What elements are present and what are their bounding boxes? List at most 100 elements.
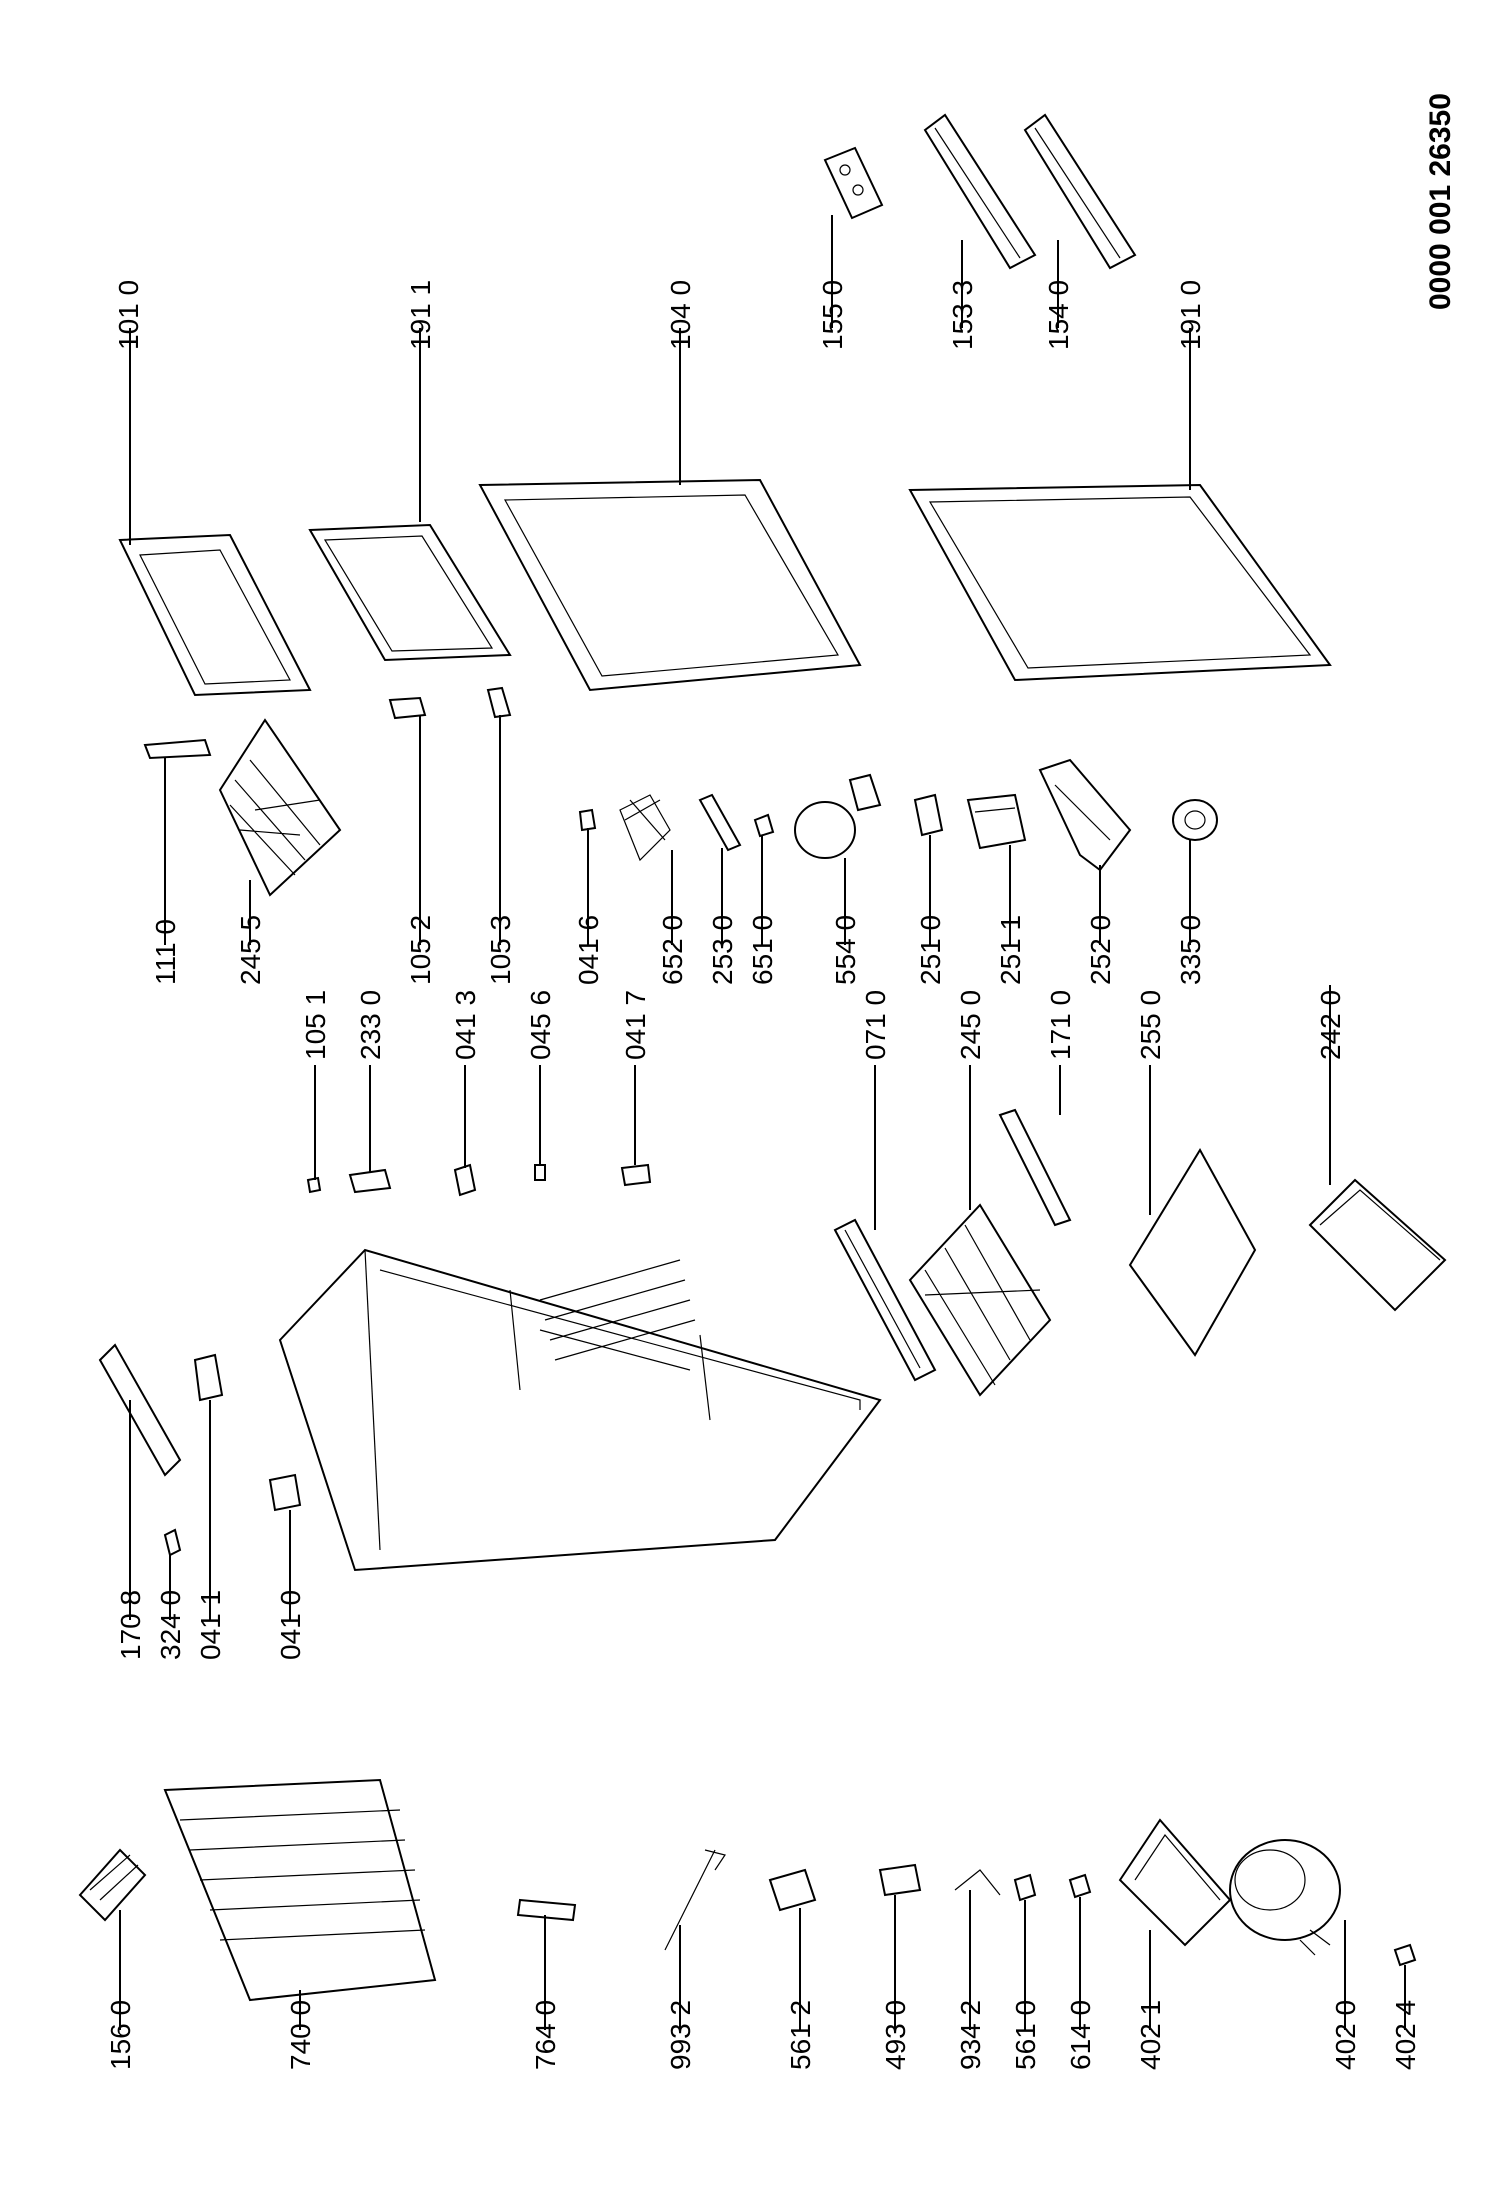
grid-shelf-bars xyxy=(229,759,321,876)
part-155-0: 155 0 xyxy=(817,146,884,350)
front-panel-line xyxy=(844,1229,921,1369)
part-code: 245 0 xyxy=(955,990,986,1060)
part-code: 154 0 xyxy=(1043,280,1074,350)
clip-shape xyxy=(1013,1873,1037,1902)
harness-shape xyxy=(619,794,671,862)
thermostat-box-shape xyxy=(966,793,1027,850)
freezer-door-inner xyxy=(139,549,291,685)
part-191-0: 191 0 xyxy=(908,280,1332,682)
wire-shelf-bars xyxy=(924,1224,1041,1386)
hinge-shape xyxy=(578,808,597,832)
drip-tray-shape xyxy=(1118,1818,1232,1947)
part-651-0: 651 0 xyxy=(747,813,778,985)
top-cover-shape xyxy=(98,1343,182,1477)
glass-shelf-shape xyxy=(1128,1148,1257,1357)
part-code: 253 0 xyxy=(707,915,738,985)
freezer-gasket-shape xyxy=(308,523,512,662)
part-code: 245 5 xyxy=(235,915,266,985)
part-code: 402 4 xyxy=(1390,2000,1421,2070)
part-242-0: 242 0 xyxy=(1308,985,1447,1312)
part-041-7: 041 7 xyxy=(620,990,652,1187)
pin-shape xyxy=(534,1164,546,1181)
door-shelf-rim xyxy=(934,127,1021,259)
fridge-gasket-inner xyxy=(928,496,1312,669)
part-code: 041 1 xyxy=(195,1590,226,1660)
part-105-1: 105 1 xyxy=(300,990,331,1194)
part-740-0: 740 0 xyxy=(163,1778,437,2070)
part-041-6: 041 6 xyxy=(573,808,604,985)
cabinet-compartments xyxy=(509,1289,711,1421)
cabinet-body xyxy=(278,1248,882,1572)
fridge-gasket-shape xyxy=(908,483,1332,682)
bracket-shape xyxy=(388,696,427,720)
lamp-holder-shape xyxy=(913,793,944,837)
hinge-shape xyxy=(620,1163,652,1187)
part-105-2: 105 2 xyxy=(388,696,436,985)
compressor-top xyxy=(1234,1849,1306,1911)
part-154-0: 154 0 xyxy=(1023,113,1137,350)
part-code: 105 1 xyxy=(300,990,331,1060)
fridge-door-shape xyxy=(478,478,862,692)
part-code: 614 0 xyxy=(1065,2000,1096,2070)
part-554-0: 554 0 xyxy=(794,773,882,985)
part-561-0: 561 0 xyxy=(1010,1873,1041,2070)
part-041-3: 041 3 xyxy=(450,990,481,1197)
thermostat-housing-line xyxy=(1054,784,1111,841)
ice-tray-cells xyxy=(89,1854,139,1901)
crisper-drawer-shape xyxy=(1308,1178,1447,1312)
part-251-1: 251 1 xyxy=(966,793,1027,985)
part-code: 170 8 xyxy=(115,1590,146,1660)
part-105-3: 105 3 xyxy=(485,686,516,985)
door-shelf-rim xyxy=(1034,127,1121,259)
part-493-0: 493 0 xyxy=(878,1863,922,2070)
capillary-shape xyxy=(664,1849,726,1951)
relay-shape xyxy=(768,1868,817,1912)
part-171-0: 171 0 xyxy=(998,990,1076,1227)
compressor-shell xyxy=(1229,1839,1341,1941)
fan-ring xyxy=(794,801,856,859)
part-code: 324 0 xyxy=(155,1590,186,1660)
part-code: 045 6 xyxy=(525,990,556,1060)
clip-shape xyxy=(163,1528,182,1557)
door-shelf-upper-shape xyxy=(923,113,1037,270)
part-code: 335 0 xyxy=(1175,915,1206,985)
document-id: 0000 001 26350 xyxy=(1424,93,1457,310)
part-324-0: 324 0 xyxy=(155,1528,186,1660)
part-252-0: 252 0 xyxy=(1038,758,1132,985)
part-code: 251 1 xyxy=(995,915,1026,985)
condenser-coils xyxy=(179,1809,426,1941)
harness-wires xyxy=(624,799,666,841)
grid-shelf-shape xyxy=(218,718,342,897)
part-code: 041 3 xyxy=(450,990,481,1060)
strip-shape xyxy=(486,686,512,719)
part-code: 651 0 xyxy=(747,915,778,985)
part-code: 071 0 xyxy=(860,990,891,1060)
cabinet-edge xyxy=(364,1249,381,1551)
part-071-0: 071 0 xyxy=(833,990,937,1382)
hinge-shape xyxy=(453,1163,477,1197)
part-041-1: 041 1 xyxy=(193,1353,226,1660)
part-code: 402 1 xyxy=(1135,2000,1166,2070)
part-code: 252 0 xyxy=(1085,915,1116,985)
knob-shape xyxy=(1172,799,1218,841)
document-id-text: 0000 001 26350 xyxy=(1424,93,1457,310)
freezer-gasket-inner xyxy=(323,535,494,652)
handle-shape xyxy=(143,738,212,760)
part-156-0: 156 0 xyxy=(78,1848,147,2070)
part-233-0: 233 0 xyxy=(348,990,392,1194)
part-code: 191 0 xyxy=(1175,280,1206,350)
part-652-0: 652 0 xyxy=(619,794,688,985)
ice-tray-shape xyxy=(78,1848,147,1922)
part-code: 191 1 xyxy=(405,280,436,350)
part-335-0: 335 0 xyxy=(1172,799,1218,985)
part-402-4: 402 4 xyxy=(1390,1943,1421,2070)
egg-cup xyxy=(852,184,864,196)
hinge-top-shape xyxy=(193,1353,224,1402)
part-561-2: 561 2 xyxy=(768,1868,817,2070)
part-code: 554 0 xyxy=(830,915,861,985)
part-code: 041 7 xyxy=(620,990,651,1060)
hinge-bottom-shape xyxy=(268,1473,302,1512)
part-code: 105 2 xyxy=(405,915,436,985)
part-253-0: 253 0 xyxy=(698,793,742,985)
